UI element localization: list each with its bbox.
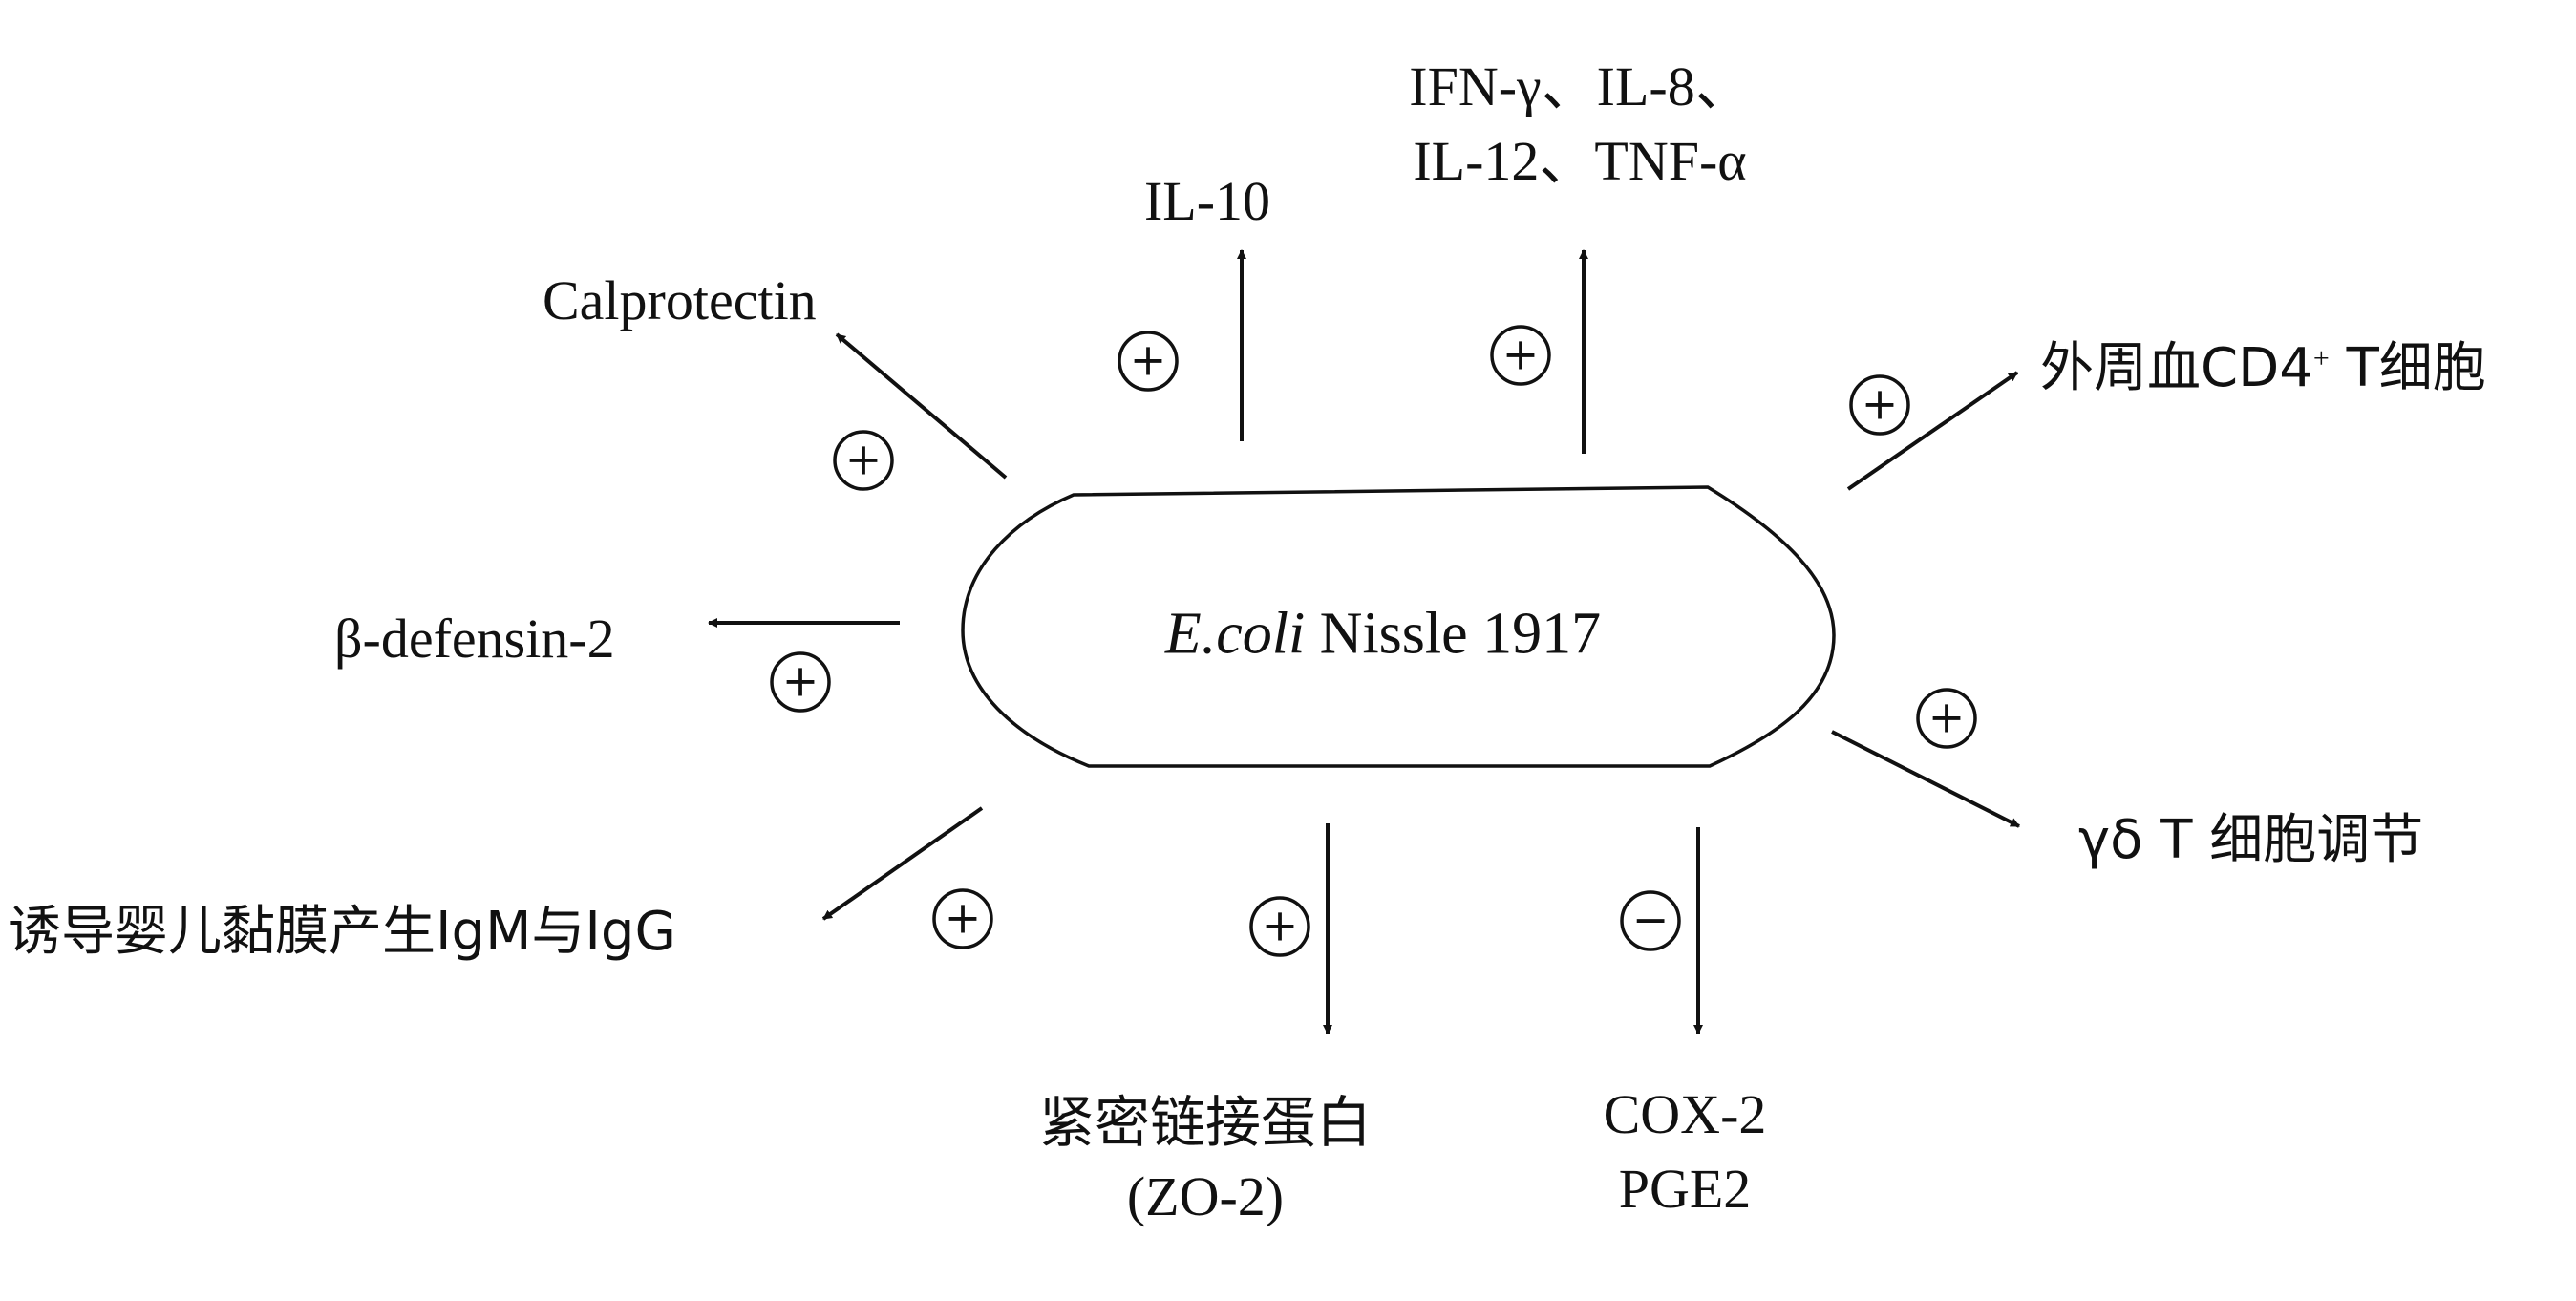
sign-il10: + xyxy=(1118,331,1179,392)
arrow-cd4 xyxy=(1846,371,2019,491)
label-zo2: 紧密链接蛋白 (ZO-2) xyxy=(1039,1085,1372,1235)
label-cytokines-line1: IFN-γ、IL-8、 xyxy=(1409,55,1751,117)
sign-cox2: − xyxy=(1620,890,1681,951)
strain-name: Nissle 1917 xyxy=(1319,601,1602,667)
label-il10: IL-10 xyxy=(1143,170,1271,232)
svg-text:+: + xyxy=(1928,692,1966,743)
sign-igm-igg: + xyxy=(932,888,993,949)
label-cox2-line1: COX-2 xyxy=(1603,1083,1767,1145)
svg-text:+: + xyxy=(782,655,820,707)
arrow-calprotectin xyxy=(835,332,1008,480)
label-igm-igg: 诱导婴儿黏膜产生IgM与IgG xyxy=(8,901,676,963)
bacterium-outline xyxy=(961,485,1836,768)
label-cytokines: IFN-γ、IL-8、 IL-12、TNF-α xyxy=(1409,50,1750,200)
arrow-gd-t xyxy=(1831,730,2020,828)
label-gd-t: γδ T 细胞调节 xyxy=(2078,809,2424,871)
label-cd4-prefix: 外周血CD4 xyxy=(2040,337,2313,399)
sign-zo2: + xyxy=(1249,896,1310,957)
label-cox2-line2: PGE2 xyxy=(1618,1158,1752,1221)
species-name: E.coli xyxy=(1164,601,1306,667)
label-cd4-suffix: T细胞 xyxy=(2329,337,2486,399)
arrow-igm-igg xyxy=(821,806,984,921)
label-zo2-line1: 紧密链接蛋白 xyxy=(1038,1090,1373,1155)
svg-text:+: + xyxy=(845,434,883,485)
svg-text:+: + xyxy=(945,892,982,944)
svg-text:+: + xyxy=(1502,329,1540,380)
sign-calprotectin: + xyxy=(833,430,894,491)
svg-text:+: + xyxy=(1262,900,1299,951)
label-cd4-sup: + xyxy=(2312,342,2330,374)
label-beta-defensin: β-defensin-2 xyxy=(334,608,615,670)
sign-cd4: + xyxy=(1849,374,1910,436)
label-calprotectin: Calprotectin xyxy=(543,269,817,331)
sign-cytokines: + xyxy=(1490,325,1551,386)
bacterium-label: E.coli Nissle 1917 xyxy=(1165,601,1601,669)
sign-beta-defensin: + xyxy=(770,651,831,713)
label-zo2-line2: (ZO-2) xyxy=(1126,1165,1285,1228)
svg-text:+: + xyxy=(1130,334,1167,386)
label-cytokines-line2: IL-12、TNF-α xyxy=(1413,130,1747,193)
label-cox2: COX-2 PGE2 xyxy=(1604,1077,1767,1227)
label-cd4: 外周血CD4+ T细胞 xyxy=(2040,342,2486,395)
svg-text:+: + xyxy=(1862,378,1899,430)
svg-text:−: − xyxy=(1632,894,1670,946)
sign-gd-t: + xyxy=(1916,688,1977,749)
